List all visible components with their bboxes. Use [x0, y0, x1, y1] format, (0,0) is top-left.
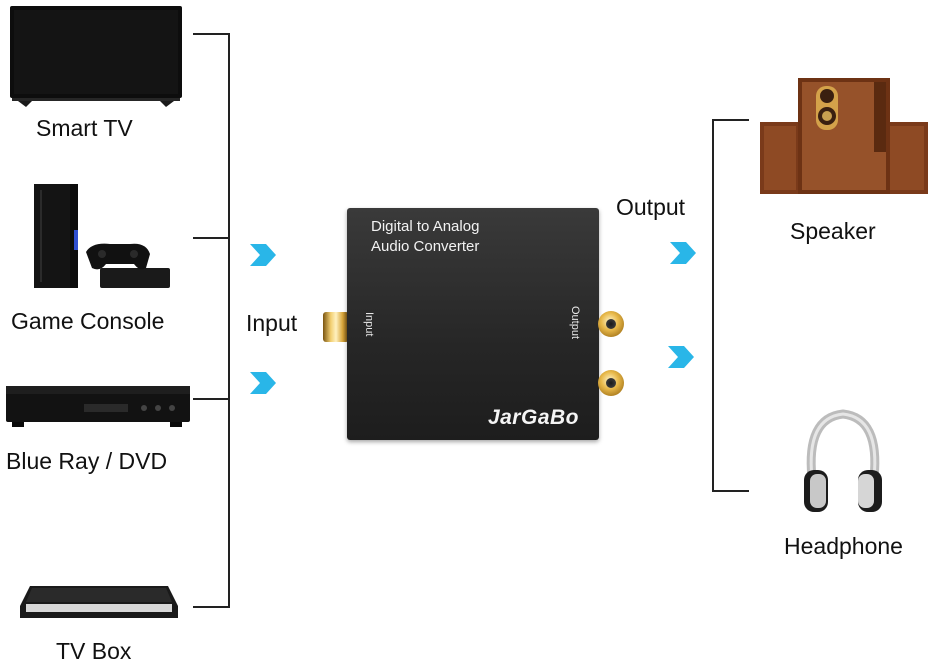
input-label: Input [246, 310, 298, 336]
smart-tv-label: Smart TV [36, 115, 133, 141]
input-bracket-tick-console [193, 237, 230, 239]
tv-box-label: TV Box [56, 638, 132, 664]
input-bracket-tick-tvbox [193, 606, 230, 608]
input-bracket-tick-tv [193, 33, 230, 35]
bluray-label: Blue Ray / DVD [6, 448, 168, 474]
bluray-player-icon [4, 382, 192, 430]
converter-brand: JarGaBo [487, 406, 579, 429]
output-bracket-vertical [712, 119, 714, 492]
tv-box-icon [18, 582, 180, 622]
speaker-label: Speaker [790, 218, 876, 244]
game-console-icon [30, 182, 174, 294]
input-rca-plug [323, 312, 349, 342]
game-console-label: Game Console [11, 308, 165, 334]
headphone-icon [800, 408, 886, 518]
headphone-label: Headphone [784, 533, 903, 559]
smart-tv-icon [8, 4, 184, 108]
converter-title-line1: Digital to Analog [371, 218, 480, 235]
input-arrow-icon [250, 372, 276, 394]
input-bracket-tick-bluray [193, 398, 230, 400]
input-arrow-icon [250, 244, 276, 266]
speaker-icon [758, 76, 934, 198]
output-arrow-icon [670, 242, 696, 264]
output-rca-jack-bottom [598, 370, 624, 396]
audio-converter-box: Digital to Analog Audio Converter Input … [347, 208, 599, 440]
output-label: Output [616, 194, 686, 220]
output-rca-jack-top [598, 311, 624, 337]
output-bracket-tick-speaker [712, 119, 749, 121]
output-arrow-icon [668, 346, 694, 368]
input-bracket-vertical [228, 33, 230, 608]
converter-output-port-label: Output [569, 306, 581, 340]
output-bracket-tick-headphone [712, 490, 749, 492]
converter-title-line2: Audio Converter [371, 238, 480, 255]
converter-input-port-label: Input [363, 312, 375, 337]
